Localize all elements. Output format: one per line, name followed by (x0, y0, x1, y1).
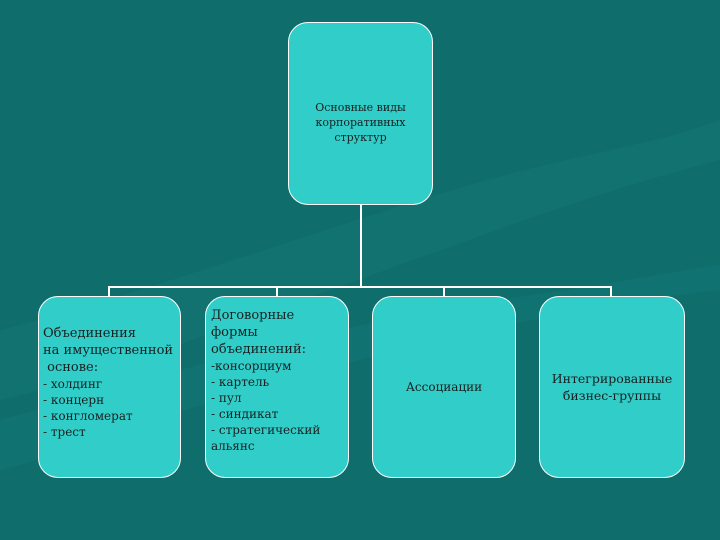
node-heading-line: Объединения (43, 326, 137, 341)
node-property-unions: Объединения на имущественной основе: - х… (38, 296, 181, 478)
node-list-item: - пул (211, 391, 242, 405)
node-contract-forms: Договорные формы объединений: -консорциу… (205, 296, 349, 478)
node-list-item: - стратегический (211, 423, 321, 437)
root-node-line-2: корпоративных (315, 116, 406, 129)
node-integrated-business-groups: Интегрированные бизнес-группы (539, 296, 685, 478)
node-list-item: - картель (211, 375, 270, 389)
node-label: Ассоциации (405, 380, 483, 394)
node-heading-line: Договорные (211, 308, 295, 323)
node-heading-line: основе: (43, 360, 99, 375)
root-node-line-1: Основные виды (315, 101, 406, 114)
node-associations: Ассоциации (372, 296, 516, 478)
node-label-line-2: бизнес-группы (562, 388, 662, 403)
connector-child-1 (108, 286, 110, 296)
connector-child-4 (610, 286, 612, 296)
node-list-item: альянс (211, 439, 255, 453)
connector-horizontal (108, 286, 611, 288)
node-list-item: - синдикат (211, 407, 279, 421)
node-list-item: - концерн (43, 393, 105, 407)
root-node-line-3: структур (334, 131, 387, 144)
connector-child-3 (443, 286, 445, 296)
node-heading-line: объединений: (211, 342, 307, 357)
node-label-line-1: Интегрированные (551, 371, 673, 386)
root-node: Основные виды корпоративных структур (288, 22, 433, 205)
node-heading-line: формы (211, 325, 258, 340)
node-heading-line: на имущественной (43, 343, 174, 358)
connector-root-down (360, 205, 362, 287)
node-list-item: - конгломерат (43, 409, 133, 423)
node-list-item: - холдинг (43, 377, 103, 391)
node-list-item: -консорциум (211, 359, 292, 373)
connector-child-2 (276, 286, 278, 296)
node-list-item: - трест (43, 425, 86, 439)
